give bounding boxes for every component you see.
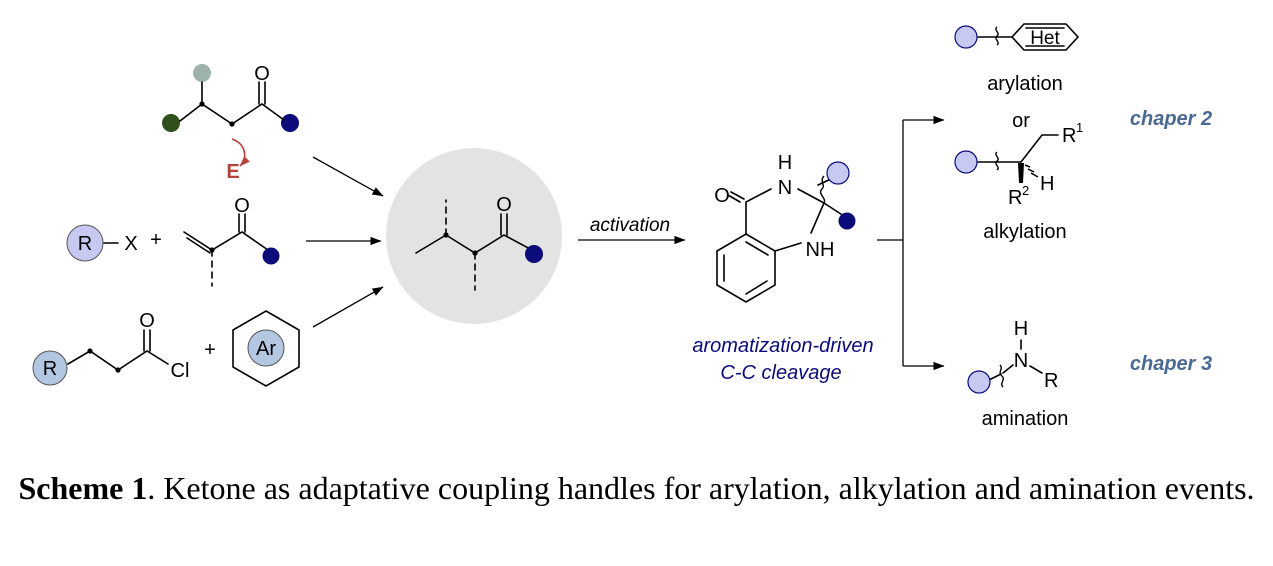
green-substituent — [162, 114, 180, 132]
lavender-substituent — [826, 161, 850, 185]
plus-sign: + — [204, 339, 216, 361]
curved-arrow-icon — [231, 138, 250, 167]
benzo-ring — [716, 233, 776, 303]
r-label: R — [78, 233, 92, 255]
scheme-caption: Scheme 1. Ketone as adaptative coupling … — [0, 462, 1273, 514]
carbonyl-oxygen: O — [234, 195, 250, 217]
arylation-product: Het arylation or — [954, 23, 1080, 132]
chapter-3-label: chaper 3 — [1130, 353, 1212, 375]
ar-label: Ar — [256, 338, 276, 360]
intermediate-caption-line2: C-C cleavage — [720, 362, 841, 384]
wavy-bond-icon — [819, 175, 826, 204]
starting-material-3: R O Cl + Ar — [32, 310, 300, 387]
highlight-circle — [386, 148, 562, 324]
reaction-arrow-icon — [306, 156, 384, 328]
activation-step: activation — [578, 215, 686, 245]
nh-nitrogen: N — [778, 177, 792, 199]
chloride-label: Cl — [171, 360, 190, 382]
reaction-arrow-icon — [877, 115, 945, 371]
reaction-scheme: O E R X + O R O Cl + Ar — [32, 23, 1212, 430]
carbonyl-oxygen: O — [496, 194, 512, 216]
h-label: H — [1040, 173, 1054, 195]
wavy-bond-icon — [995, 151, 999, 171]
alkylation-label: alkylation — [983, 221, 1066, 243]
wavy-bond-icon — [995, 26, 999, 46]
nh-amine: NH — [806, 239, 835, 261]
navy-substituent — [262, 247, 280, 265]
r-label: R — [43, 358, 57, 380]
wavy-bond-icon — [999, 364, 1004, 388]
heteroarene-hexagon — [1010, 23, 1080, 51]
grey-substituent — [193, 64, 211, 82]
carbonyl-oxygen: O — [714, 185, 730, 207]
r1-label: R — [1062, 125, 1076, 147]
carbonyl-oxygen: O — [254, 63, 270, 85]
het-label: Het — [1030, 28, 1060, 49]
carbonyl-oxygen: O — [139, 310, 155, 332]
plus-sign: + — [150, 229, 162, 251]
aminal-intermediate: O H N NH aromatization-driven C-C cleava… — [692, 152, 873, 384]
amine-r-label: R — [1044, 370, 1058, 392]
lavender-substituent — [954, 25, 978, 49]
central-ketone: O — [386, 148, 562, 324]
activation-label: activation — [590, 215, 670, 236]
intermediate-caption-line1: aromatization-driven — [692, 335, 873, 357]
caption-label: Scheme 1 — [18, 470, 148, 506]
chapter-2-label: chaper 2 — [1130, 108, 1212, 130]
starting-material-2: R X + O — [66, 195, 280, 287]
r-group-circle — [32, 350, 68, 386]
amination-product: H N R amination — [967, 318, 1069, 430]
x-label: X — [124, 233, 137, 255]
r2-label: R — [1008, 187, 1022, 209]
r-group-circle — [66, 224, 104, 262]
amination-label: amination — [982, 408, 1069, 430]
starting-material-1: O E — [162, 63, 299, 183]
lavender-substituent — [954, 150, 978, 174]
r1-superscript: 1 — [1076, 120, 1083, 135]
navy-substituent — [281, 114, 299, 132]
arene-hexagon — [232, 310, 300, 387]
ar-circle — [247, 329, 285, 367]
or-label: or — [1012, 110, 1030, 132]
lavender-substituent — [967, 370, 991, 394]
alkylation-product: R 1 R 2 H alkylation — [954, 120, 1083, 243]
electrophile-label: E — [226, 161, 239, 183]
navy-substituent — [838, 212, 856, 230]
navy-substituent — [525, 245, 543, 263]
arylation-label: arylation — [987, 73, 1063, 95]
amine-nitrogen: N — [1014, 350, 1028, 372]
nh-hydrogen: H — [778, 152, 792, 174]
caption-text: . Ketone as adaptative coupling handles … — [147, 470, 1255, 506]
amine-hydrogen: H — [1014, 318, 1028, 340]
r2-superscript: 2 — [1022, 183, 1029, 198]
